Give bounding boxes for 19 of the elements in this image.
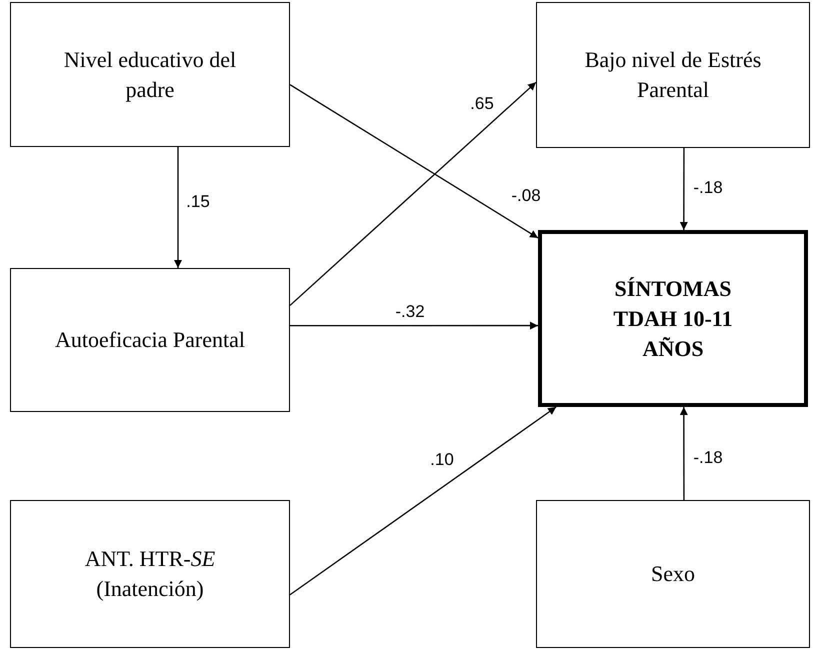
arrow <box>174 147 182 268</box>
arrow <box>290 406 556 596</box>
variable-box <box>536 2 810 148</box>
variable-box <box>10 2 290 147</box>
arrow <box>680 407 688 500</box>
variable-box <box>536 500 810 648</box>
outcome-label: SÍNTOMAS TDAH 10-11 AÑOS <box>612 274 734 362</box>
arrow <box>680 148 688 230</box>
variable-label: Bajo nivel de Estrés Parental <box>584 46 762 104</box>
variable-label: ANT. HTR-SE (Inatención) <box>84 545 216 603</box>
variable-label: Nivel educativo del padre <box>62 46 238 104</box>
variable-box <box>10 268 290 412</box>
variable-label: Autoeficacia Parental <box>54 326 246 354</box>
variable-label: Sexo <box>650 560 696 588</box>
arrow <box>290 84 538 239</box>
arrow <box>290 82 536 306</box>
variable-box <box>10 500 290 648</box>
arrow <box>290 322 538 330</box>
outcome-box <box>538 230 808 407</box>
